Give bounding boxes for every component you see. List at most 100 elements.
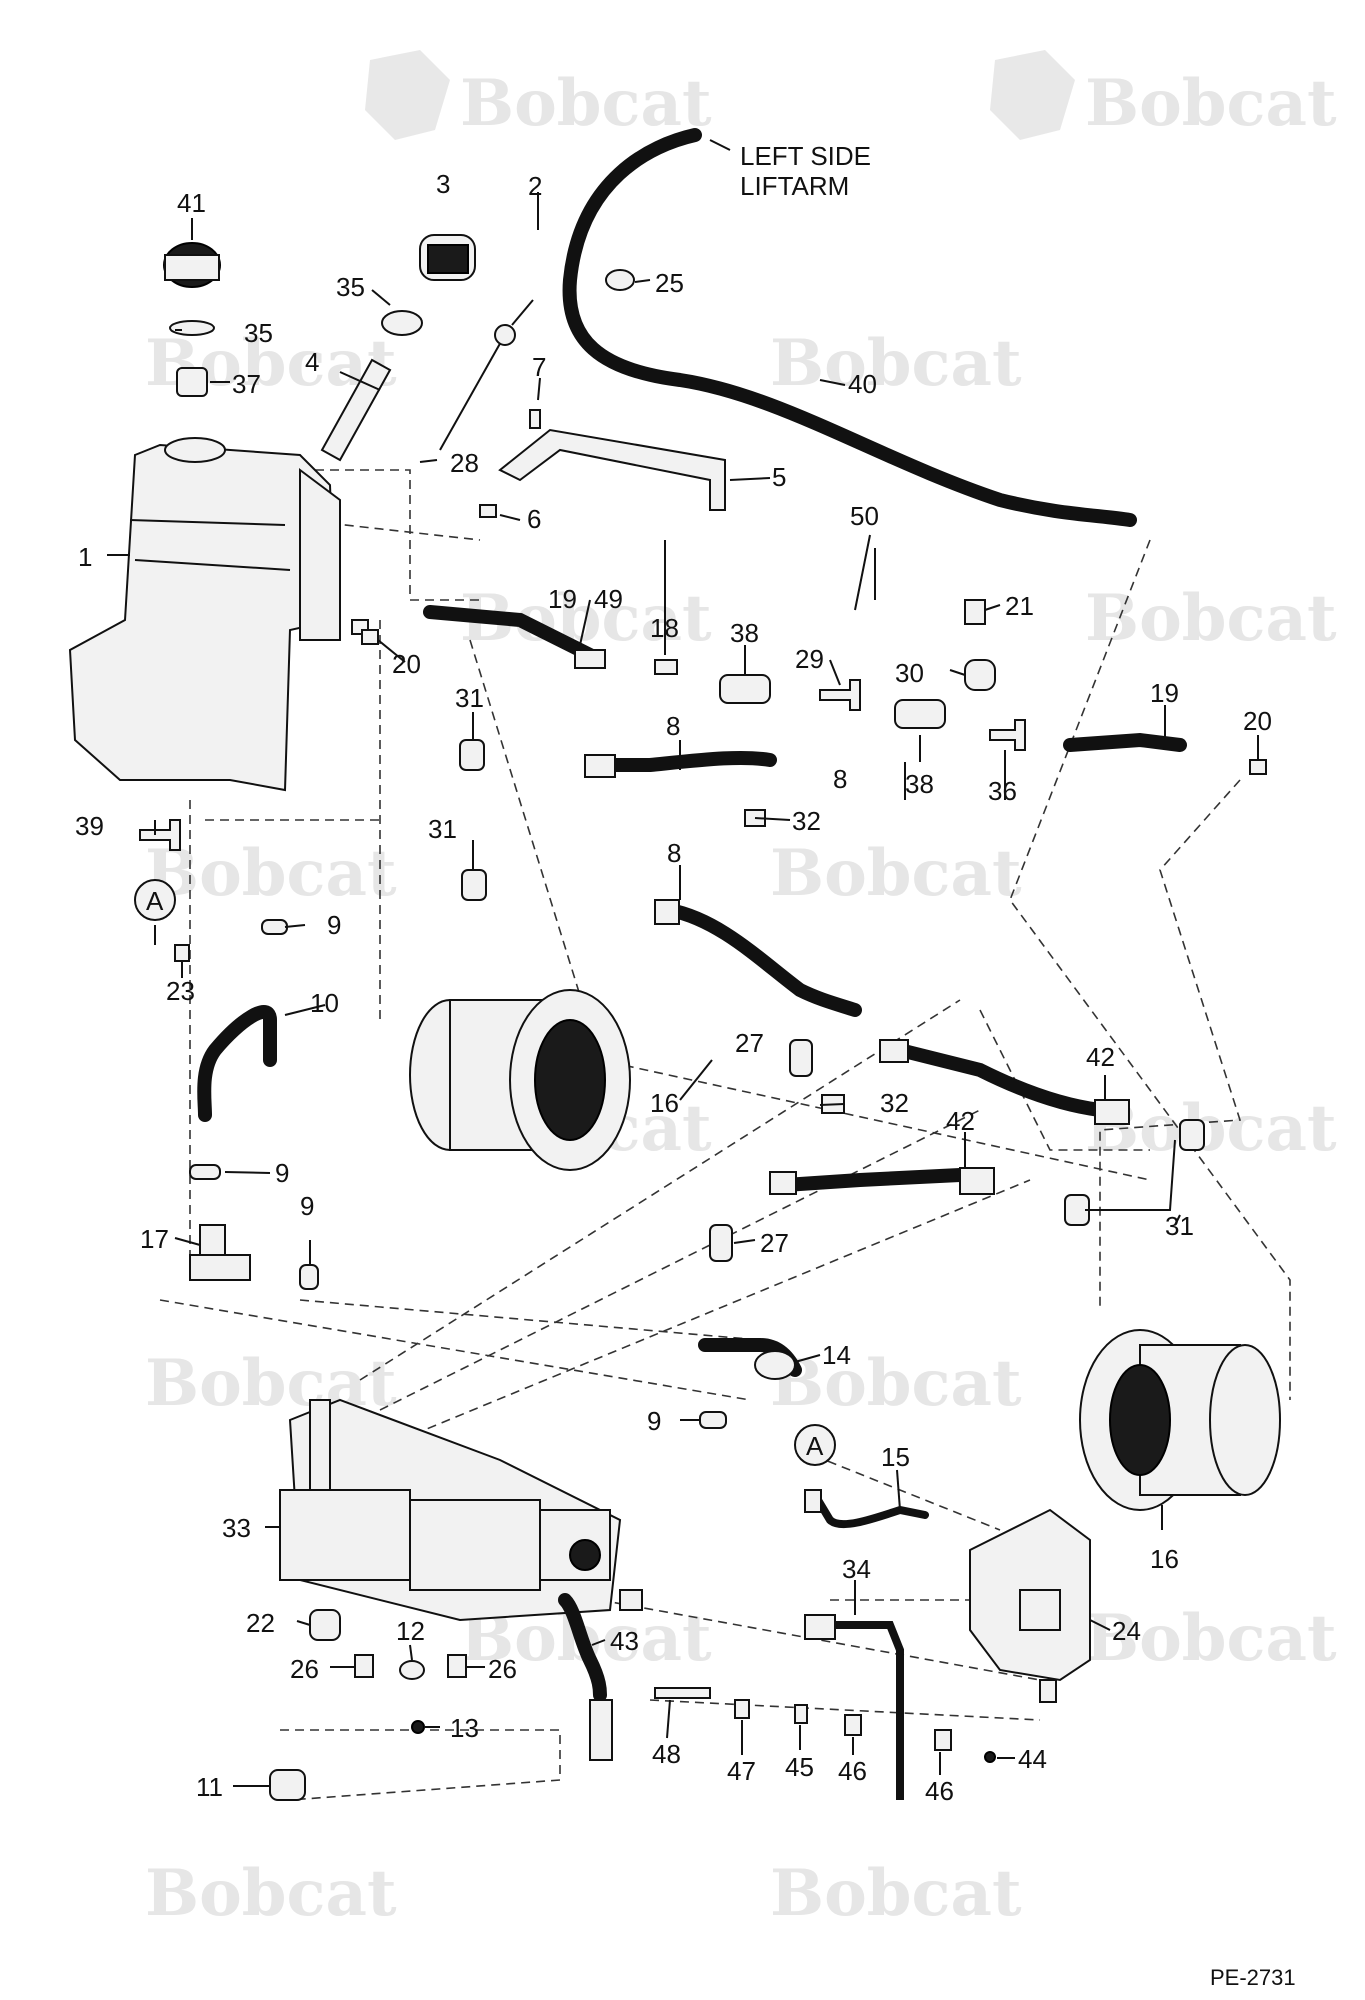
callout-46a: 46 bbox=[838, 1756, 867, 1786]
callout-33: 33 bbox=[222, 1513, 251, 1543]
callout-9d: 9 bbox=[647, 1406, 661, 1436]
callout-10: 10 bbox=[310, 988, 339, 1018]
hose-clamp bbox=[299, 1264, 319, 1290]
hose-collar bbox=[754, 1350, 796, 1380]
watermark-text: Bobcat bbox=[460, 66, 712, 141]
callout-9a: 9 bbox=[327, 910, 341, 940]
ref-circle-a bbox=[134, 879, 176, 921]
hose-clamp bbox=[699, 1411, 727, 1429]
callout-6: 6 bbox=[527, 504, 541, 534]
case-drain-hose bbox=[811, 1491, 929, 1529]
watermark-text: Bobcat bbox=[1085, 1601, 1337, 1676]
dipstick-handle bbox=[494, 324, 516, 346]
hose-end bbox=[654, 899, 680, 925]
note-liftarm: LIFTARM bbox=[740, 171, 849, 201]
callout-31c: 31 bbox=[1165, 1211, 1194, 1241]
plug-fitting bbox=[789, 1039, 813, 1077]
callout-22: 22 bbox=[246, 1608, 275, 1638]
drive-motor-hose bbox=[778, 1168, 967, 1192]
tube-line bbox=[1085, 1139, 1176, 1211]
hose-end bbox=[879, 1039, 909, 1063]
callout-17: 17 bbox=[140, 1224, 169, 1254]
callout-16b: 16 bbox=[1150, 1544, 1179, 1574]
sender-wire bbox=[854, 534, 871, 611]
tee-fitting bbox=[139, 819, 181, 851]
callout-19b: 19 bbox=[1150, 678, 1179, 708]
steel-tube bbox=[820, 1621, 904, 1800]
adapter-bushing bbox=[176, 367, 208, 397]
breather-cap bbox=[419, 234, 476, 281]
tube-nut bbox=[804, 1614, 836, 1640]
fitting bbox=[574, 649, 606, 669]
hose-clamp bbox=[189, 1164, 221, 1180]
hydrostatic-pump bbox=[279, 1398, 622, 1622]
suction-hose bbox=[197, 1005, 277, 1122]
callout-39: 39 bbox=[75, 811, 104, 841]
callout-12: 12 bbox=[396, 1616, 425, 1646]
fitting bbox=[654, 659, 678, 675]
callout-40: 40 bbox=[848, 369, 877, 399]
watermark-text: Bobcat bbox=[770, 1346, 1022, 1421]
filler-cap bbox=[163, 242, 221, 288]
hose-clamp-ring bbox=[605, 269, 635, 291]
callout-8a: 8 bbox=[666, 711, 680, 741]
drive-motor-hose bbox=[593, 750, 777, 772]
dipstick bbox=[439, 339, 503, 451]
callout-25: 25 bbox=[655, 268, 684, 298]
callout-1: 1 bbox=[78, 542, 92, 572]
hose-end bbox=[589, 1699, 613, 1761]
callout-4: 4 bbox=[305, 347, 319, 377]
callout-15: 15 bbox=[881, 1442, 910, 1472]
watermark-text: Bobcat bbox=[770, 1856, 1022, 1931]
callout-32b: 32 bbox=[880, 1088, 909, 1118]
callout-14: 14 bbox=[822, 1340, 851, 1370]
elbow-fitting bbox=[1179, 1119, 1205, 1151]
coupler bbox=[719, 674, 771, 704]
hose-end bbox=[584, 754, 616, 778]
drive-motor-hose bbox=[663, 903, 862, 1017]
callout-45: 45 bbox=[785, 1752, 814, 1782]
washer bbox=[794, 1704, 808, 1724]
callout-19a: 19 bbox=[548, 584, 577, 614]
watermark-logo bbox=[990, 50, 1075, 140]
tee-fitting bbox=[989, 719, 1026, 751]
flange-half bbox=[447, 1654, 467, 1678]
callout-9c: 9 bbox=[300, 1191, 314, 1221]
callout-48: 48 bbox=[652, 1739, 681, 1769]
callout-36: 36 bbox=[988, 776, 1017, 806]
callout-9b: 9 bbox=[275, 1158, 289, 1188]
callout-31b: 31 bbox=[428, 814, 457, 844]
ref-letter-a: A bbox=[806, 1431, 824, 1461]
callout-44: 44 bbox=[1018, 1744, 1047, 1774]
callout-27a: 27 bbox=[735, 1028, 764, 1058]
callout-37: 37 bbox=[232, 369, 261, 399]
coupler bbox=[894, 699, 946, 729]
callout-49: 49 bbox=[594, 584, 623, 614]
switch-sensor bbox=[964, 599, 986, 625]
callout-20b: 20 bbox=[1243, 706, 1272, 736]
plug-fitting bbox=[709, 1224, 733, 1262]
callout-32a: 32 bbox=[792, 806, 821, 836]
hose-end bbox=[619, 1589, 643, 1611]
fitting bbox=[804, 1489, 822, 1513]
callout-7: 7 bbox=[532, 352, 546, 382]
control-valve bbox=[969, 1508, 1091, 1703]
clamp-half bbox=[934, 1729, 952, 1751]
hose-end bbox=[959, 1167, 995, 1195]
callout-26a: 26 bbox=[290, 1654, 319, 1684]
drive-motor bbox=[1079, 1329, 1281, 1511]
callout-47: 47 bbox=[727, 1756, 756, 1786]
callout-2: 2 bbox=[528, 171, 542, 201]
tee-fitting bbox=[189, 1224, 251, 1281]
o-ring-seal bbox=[169, 320, 215, 336]
hose-end bbox=[769, 1171, 797, 1195]
callout-26b: 26 bbox=[488, 1654, 517, 1684]
callout-27b: 27 bbox=[760, 1228, 789, 1258]
ref-letter-a: A bbox=[146, 886, 164, 916]
callout-35b: 35 bbox=[244, 318, 273, 348]
clip bbox=[734, 1699, 750, 1719]
elbow-fitting bbox=[309, 1609, 341, 1641]
callout-46b: 46 bbox=[925, 1776, 954, 1806]
ref-circle-a bbox=[794, 1424, 836, 1466]
case-drain-hose bbox=[1063, 732, 1187, 752]
